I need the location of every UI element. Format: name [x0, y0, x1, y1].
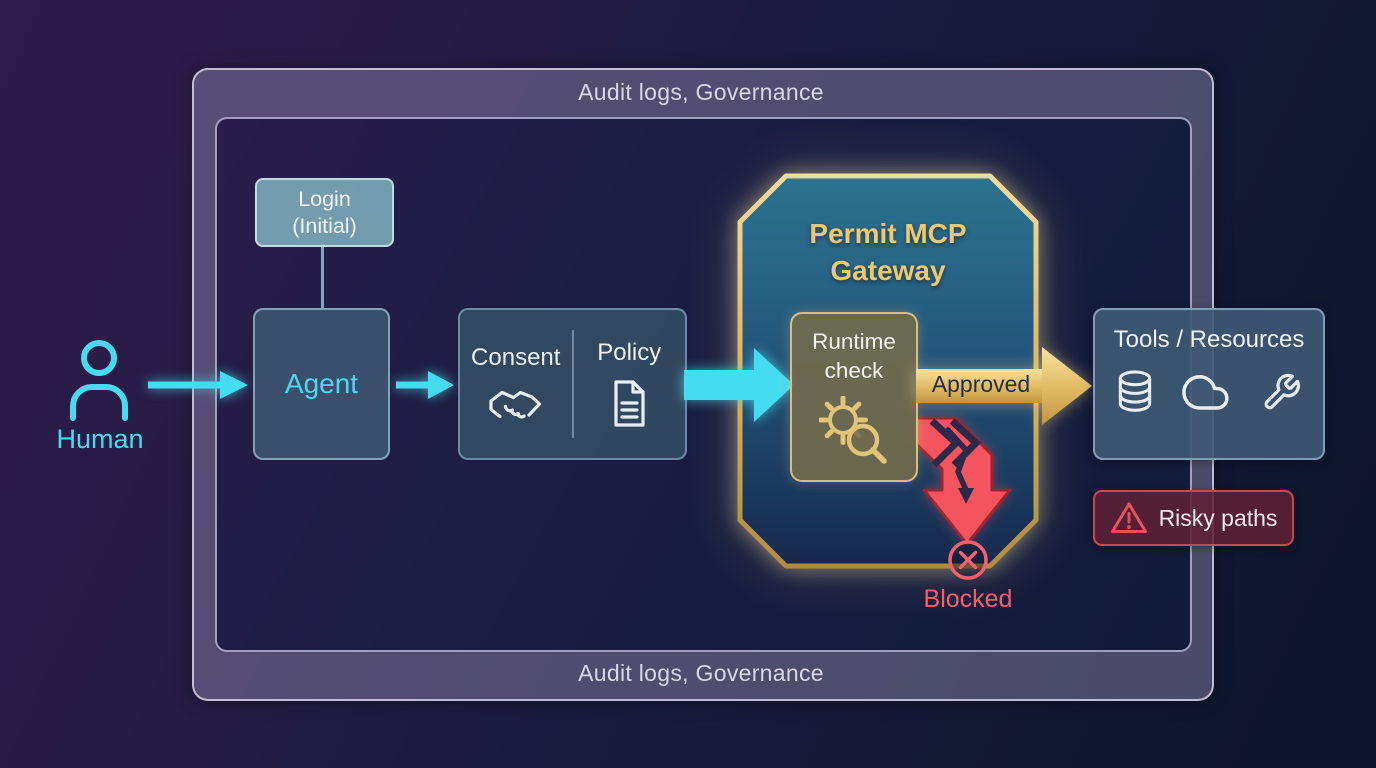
approved-arrow-icon	[916, 347, 1092, 425]
gateway-title: Permit MCP Gateway	[756, 216, 1020, 290]
login-label-line1: Login	[298, 187, 351, 212]
person-icon	[70, 340, 128, 421]
wrench-icon	[1264, 373, 1301, 410]
agent-box: Agent	[253, 308, 390, 460]
login-label-line2: (Initial)	[292, 213, 357, 238]
risky-paths-badge: Risky paths	[1093, 490, 1294, 546]
gateway-title-line2: Gateway	[830, 254, 946, 286]
consent-section: Consent	[460, 310, 572, 458]
audit-top-label: Audit logs, Governance	[578, 79, 824, 105]
gateway-title-line1: Permit MCP	[809, 218, 967, 249]
runtime-label-line2: check	[824, 357, 884, 383]
approved-label: Approved	[931, 371, 1031, 397]
warning-triangle-icon	[1110, 502, 1147, 533]
consent-label: Consent	[471, 344, 561, 371]
audit-bottom-label: Audit logs, Governance	[578, 660, 824, 686]
handshake-icon	[489, 390, 541, 419]
arrow-consent-to-gateway-icon	[684, 348, 794, 422]
tools-resources-label: Tools / Resources	[1113, 326, 1305, 353]
risky-paths-label: Risky paths	[1158, 504, 1278, 531]
blocked-label: Blocked	[923, 585, 1013, 613]
login-box: Login (Initial)	[255, 178, 394, 247]
agent-label: Agent	[284, 368, 359, 399]
document-icon	[614, 380, 645, 427]
blocked-path-arrow-icon	[912, 416, 1012, 546]
runtime-label-line1: Runtime	[812, 329, 896, 354]
tools-icon-row	[1114, 368, 1304, 416]
arrow-human-to-agent-icon	[148, 371, 248, 399]
cloud-icon	[1182, 375, 1229, 410]
policy-section: Policy	[574, 310, 686, 458]
gear-magnifier-icon	[819, 395, 887, 464]
runtime-check-box: Runtime check	[790, 312, 918, 482]
login-agent-connector	[321, 243, 324, 309]
consent-policy-divider	[571, 330, 574, 438]
consent-policy-box: Consent Policy	[458, 308, 687, 460]
arrow-agent-to-consent-icon	[396, 371, 454, 399]
circle-x-icon	[948, 540, 988, 580]
database-icon	[1118, 370, 1152, 412]
tools-resources-box: Tools / Resources	[1093, 308, 1325, 460]
human-label: Human	[56, 424, 144, 454]
policy-label: Policy	[597, 339, 662, 366]
